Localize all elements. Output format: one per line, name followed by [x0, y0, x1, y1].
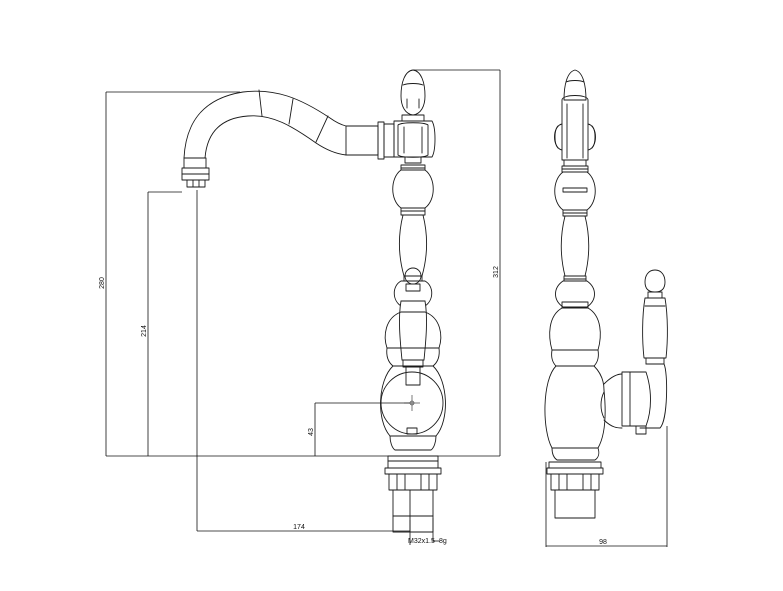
dim-label-312: 312 [493, 266, 500, 278]
dim-label-280: 280 [99, 277, 106, 289]
dim-label-thread: M32x1.5 [408, 538, 435, 545]
dim-label-43: 43 [308, 428, 315, 436]
side-view: 98 [544, 69, 668, 547]
faucet-body [380, 69, 446, 533]
side-body [544, 69, 668, 519]
front-view: 280 312 214 43 174 M32x1.5 8g [99, 69, 501, 545]
dimension-lines-side [545, 426, 668, 547]
dim-label-214: 214 [141, 325, 148, 337]
spout [181, 89, 395, 188]
dim-label-174: 174 [293, 524, 305, 531]
dim-label-thread-suffix: 8g [439, 538, 447, 545]
dim-label-98: 98 [599, 539, 607, 546]
